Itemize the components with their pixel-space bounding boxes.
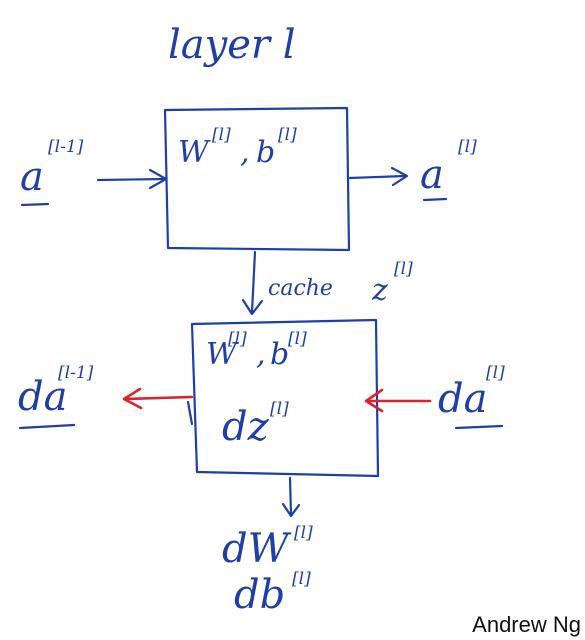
- forward-b-superscript: [l]: [278, 125, 297, 145]
- left-red-arrow-line: [124, 395, 194, 401]
- author-credit: Andrew Ng: [472, 612, 581, 637]
- layer-title: layer l: [168, 22, 296, 68]
- backward-comma: ,: [256, 337, 266, 372]
- forward-b-label: b: [256, 135, 275, 170]
- forward-box-params: W [l] , b [l]: [178, 125, 297, 170]
- backward-dz-label: dz: [222, 404, 270, 450]
- backward-box-params: W [l] , b [l]: [206, 329, 307, 372]
- dw-label: dW: [222, 526, 292, 572]
- right-da-superscript: [l]: [486, 363, 505, 383]
- backward-internal-tick: [186, 400, 194, 426]
- left-da-superscript: [l-1]: [58, 363, 94, 383]
- cache-z-superscript: [l]: [394, 259, 413, 279]
- db-label: db: [234, 572, 285, 618]
- forward-layer-box: [163, 106, 351, 252]
- cache-label: cache: [268, 276, 333, 301]
- backward-w-superscript: [l]: [228, 329, 247, 349]
- output-activation-superscript: [l]: [458, 137, 477, 157]
- right-da-label: da: [438, 376, 487, 422]
- backward-b-label: b: [270, 337, 289, 372]
- backward-layer-box: [190, 318, 380, 478]
- input-activation-superscript: [l-1]: [48, 137, 84, 157]
- backward-b-superscript: [l]: [288, 329, 307, 349]
- forward-w-superscript: [l]: [212, 125, 231, 145]
- input-activation-underline: [20, 202, 50, 207]
- forward-comma: ,: [240, 135, 250, 170]
- right-red-arrow-head: [364, 388, 384, 413]
- cache-z-label: z: [371, 273, 388, 308]
- output-activation-underline: [422, 197, 448, 202]
- input-arrow-head: [148, 168, 168, 190]
- cache-arrow-head: [241, 298, 264, 316]
- left-red-arrow-head: [122, 387, 143, 410]
- grads-arrow-head: [281, 502, 301, 518]
- backward-w-label: W: [206, 337, 239, 372]
- input-activation-label: a: [20, 154, 44, 200]
- grads-arrow-line: [288, 476, 293, 516]
- output-arrow-line: [348, 174, 407, 180]
- right-da-underline: [454, 424, 504, 430]
- output-activation-label: a: [420, 152, 444, 198]
- db-superscript: [l]: [292, 569, 311, 589]
- backward-dz-superscript: [l]: [270, 399, 289, 419]
- left-da-label: da: [18, 374, 67, 420]
- output-arrow-head: [390, 166, 409, 187]
- cache-arrow-line: [250, 250, 257, 314]
- left-da-underline: [18, 423, 76, 430]
- dw-superscript: [l]: [294, 523, 313, 543]
- forward-w-label: W: [178, 135, 211, 170]
- input-arrow-line: [96, 177, 167, 182]
